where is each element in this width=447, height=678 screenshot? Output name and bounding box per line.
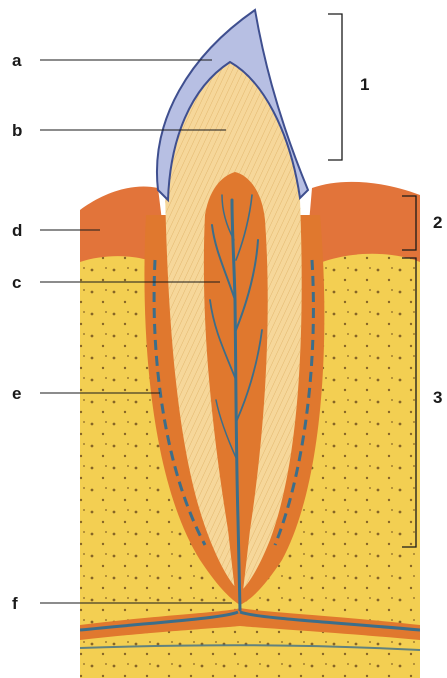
region-label-3: 3 [433,388,442,407]
label-b: b [12,121,22,140]
label-a: a [12,51,22,70]
label-e: e [12,384,21,403]
label-c: c [12,273,21,292]
bracket-region-1 [328,14,342,160]
region-label-1: 1 [360,75,369,94]
label-d: d [12,221,22,240]
region-label-2: 2 [433,213,442,232]
label-f: f [12,594,18,613]
